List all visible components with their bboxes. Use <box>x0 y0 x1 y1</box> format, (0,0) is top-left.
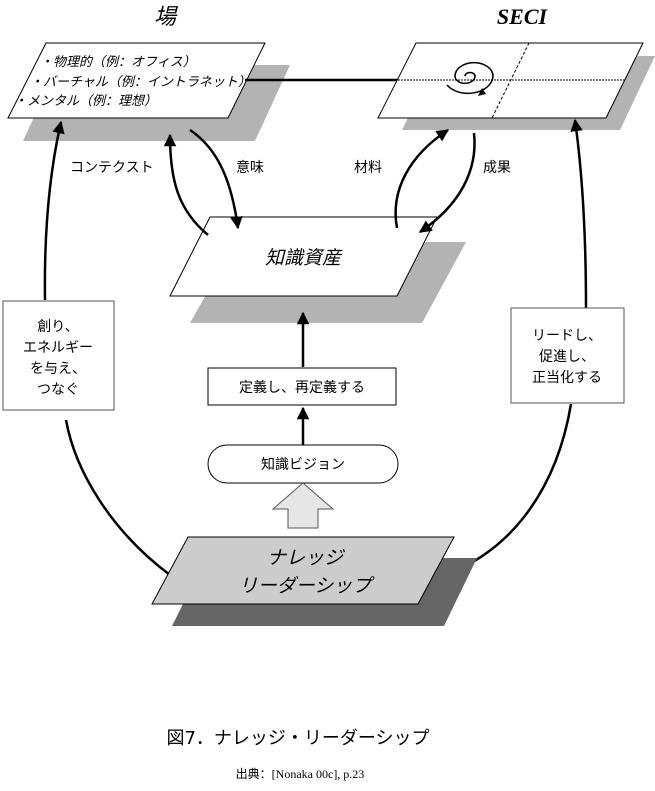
knowledge-assets-plane <box>169 216 438 297</box>
left-role-line-1: 創り、 <box>37 319 78 335</box>
left-role-line-3: を与え、 <box>30 361 86 377</box>
leadership-line-2: リーダーシップ <box>239 575 376 597</box>
figure-source: 出典：[Nonaka 00c], p.23 <box>236 767 365 781</box>
ba-item-mental: ・メンタル（例：理想） <box>14 93 157 109</box>
figure-caption: 図7．ナレッジ・リーダーシップ <box>166 728 429 749</box>
seci-spiral-icon <box>446 61 494 96</box>
seci-title: SECI <box>497 4 549 29</box>
knowledge-assets-label: 知識資産 <box>265 247 343 269</box>
define-redefine-box <box>207 367 397 406</box>
ba-item-physical: ・物理的（例：オフィス） <box>40 54 196 70</box>
ba-title: 場 <box>154 5 179 30</box>
left-role-line-4: つなぐ <box>37 382 79 398</box>
right-role-box <box>510 307 625 404</box>
meaning-label: 意味 <box>236 159 264 176</box>
right-role-line-3: 正当化する <box>532 370 602 386</box>
ba-item-virtual: ・バーチャル（例：イントラネット） <box>30 74 251 90</box>
context-arrow <box>163 133 209 236</box>
knowledge-vision-label: 知識ビジョン <box>261 456 345 473</box>
right-role-line-2: 促進し、 <box>539 349 595 365</box>
materials-arrow <box>394 128 450 229</box>
left-role-line-2: エネルギー <box>23 340 93 356</box>
right-role-line-1: リードし、 <box>532 328 602 344</box>
outcomes-label: 成果 <box>483 160 511 176</box>
outcomes-arrow <box>418 132 476 234</box>
seci-vertical-axis <box>491 42 530 119</box>
right-arc-upper-arrow <box>570 118 588 309</box>
materials-label: 材料 <box>354 160 382 176</box>
leadership-plane <box>151 536 455 605</box>
left-role-box <box>2 300 115 411</box>
define-redefine-label: 定義し、再定義する <box>239 379 365 396</box>
context-label: コンテクスト <box>70 160 154 176</box>
vision-block-arrow <box>271 482 335 529</box>
ba-plane <box>7 42 266 119</box>
right-arc-lower <box>435 403 573 579</box>
meaning-arrow <box>189 128 243 230</box>
leadership-line-1: ナレッジ <box>267 547 345 569</box>
left-arc-upper-arrow <box>43 120 65 301</box>
left-arc-lower <box>64 419 171 576</box>
